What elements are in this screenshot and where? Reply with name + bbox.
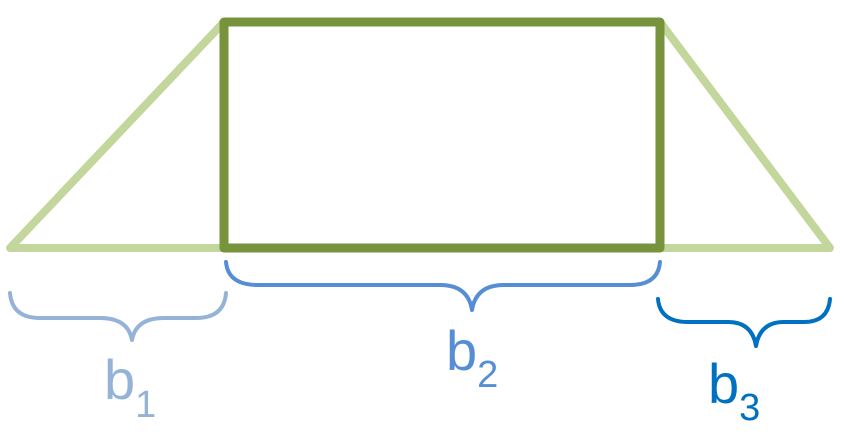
label-b2-base: b (446, 319, 477, 382)
label-b1-sub: 1 (135, 384, 156, 426)
label-b2: b2 (446, 319, 498, 396)
label-b1-base: b (104, 348, 135, 411)
label-b3-sub: 3 (739, 387, 760, 429)
trapezoid-outline (6, 18, 834, 252)
label-b3-base: b (708, 352, 739, 415)
label-b1: b1 (104, 348, 156, 426)
brace-b2 (224, 260, 662, 312)
brace-b3 (656, 297, 832, 348)
label-b3: b3 (708, 352, 760, 429)
brace-b1 (8, 291, 228, 342)
label-b2-sub: 2 (477, 354, 498, 396)
inner-rectangle (219, 17, 665, 253)
